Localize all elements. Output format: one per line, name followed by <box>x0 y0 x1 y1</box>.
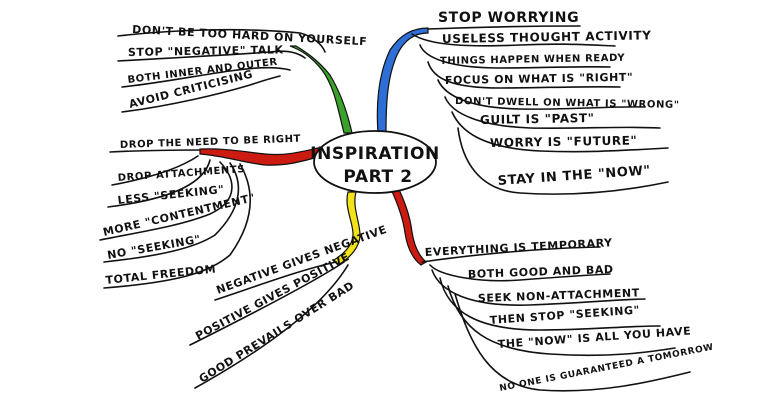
branch-left-red <box>199 147 319 166</box>
branch-bottom-left-yellow <box>333 191 361 266</box>
branch-top-left-green <box>289 45 353 134</box>
topic-both-good-and-bad: BOTH GOOD AND BAD <box>468 263 614 281</box>
center-title: INSPIRATION <box>310 144 440 164</box>
topic-seek-non-attachment: SEEK NON-ATTACHMENT <box>478 286 640 305</box>
branch-top-right-blue <box>376 27 429 134</box>
topic-guilt-is-past: GUILT IS "PAST" <box>480 111 595 127</box>
topic-stop-worrying: STOP WORRYING <box>438 10 579 26</box>
center-node <box>313 130 437 194</box>
center-subtitle: PART 2 <box>343 167 412 187</box>
topic-stop-negative-talk: STOP "NEGATIVE" TALK <box>128 43 284 59</box>
topic-focus-on-right: FOCUS ON WHAT IS "RIGHT" <box>445 71 634 87</box>
topic-worry-is-future: WORRY IS "FUTURE" <box>490 133 638 150</box>
topic-stay-in-now: STAY IN THE "NOW" <box>497 163 651 189</box>
topic-then-stop-seeking: THEN STOP "SEEKING" <box>489 304 640 327</box>
topic-total-freedom: TOTAL FREEDOM <box>105 262 217 287</box>
branch-lines <box>99 25 691 392</box>
topic-useless-thought: USELESS THOUGHT ACTIVITY <box>442 28 652 46</box>
topic-no-seeking: NO "SEEKING" <box>106 233 202 262</box>
topic-everything-is-temporary: EVERYTHING IS TEMPORARY <box>424 236 613 259</box>
topic-drop-attachments: DROP ATTACHMENTS <box>117 164 245 184</box>
topic-dont-dwell: DON'T DWELL ON WHAT IS "WRONG" <box>455 96 680 111</box>
branch-bottom-right-red <box>389 184 428 266</box>
topic-things-happen: THINGS HAPPEN WHEN READY <box>440 53 626 67</box>
topic-no-one-guaranteed: NO ONE IS GUARANTEED A TOMORROW <box>499 343 715 394</box>
